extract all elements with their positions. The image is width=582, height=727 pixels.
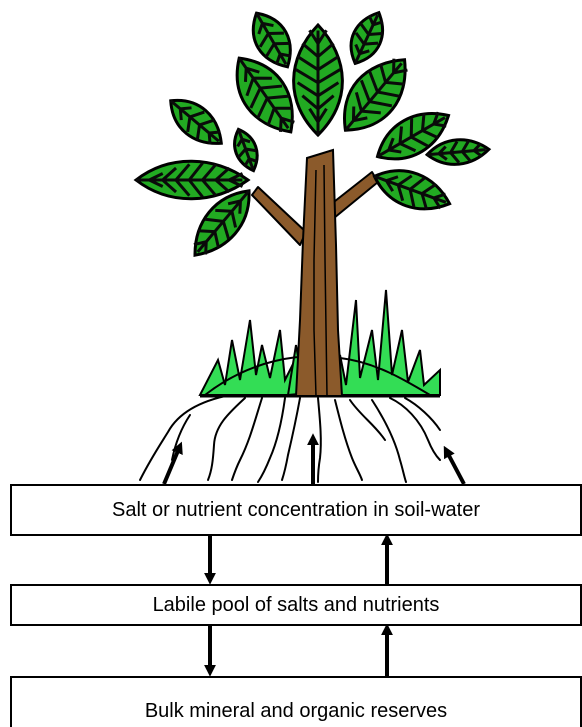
labile-pool-box: Labile pool of salts and nutrients [10,584,582,626]
uptake-arrow-right [446,450,464,484]
soil-water-box: Salt or nutrient concentration in soil-w… [10,484,582,536]
bulk-reserves-box: Bulk mineral and organic reserves [10,676,582,727]
uptake-arrow-left [164,446,180,484]
